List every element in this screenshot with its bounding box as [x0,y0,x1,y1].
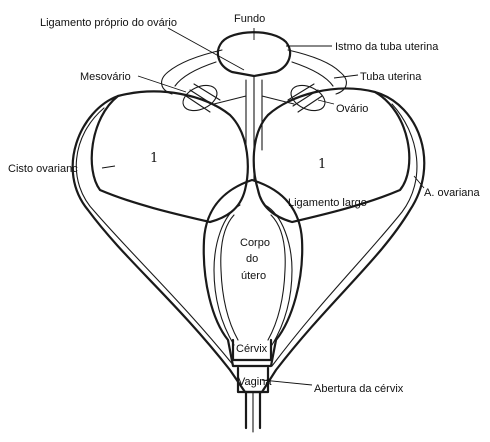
label-istmo: Istmo da tuba uterina [335,41,439,53]
broad-ligament-inner-line-right [272,104,417,366]
uterine-wall-left-2 [221,215,238,340]
left-cyst-mark: 1 [150,151,158,166]
label-corpo: Corpo [240,237,270,249]
label-cisto-ovariano: Cisto ovarianc [8,163,78,175]
right-cyst-mark: 1 [318,157,326,172]
left-ovarian-cyst [92,91,248,222]
label-tuba-uterina: Tuba uterina [360,71,422,83]
label-cervix: Cérvix [236,343,268,355]
label-arteria-ovariana: A. ovariana [424,187,481,199]
cisto-leader [102,166,115,168]
ovario-leader [318,100,334,104]
label-fundo: Fundo [234,13,265,25]
broad-ligament-inner-line [76,108,234,366]
label-ligamento-proprio: Ligamento próprio do ovário [40,17,177,29]
label-do: do [246,253,258,265]
right-uterine-tube [288,50,346,94]
left-ovarian-ligament [214,96,246,104]
label-ligamento-largo: Ligamento largo [288,197,367,209]
tuba-leader [334,75,358,78]
label-utero: útero [241,270,266,282]
uterine-wall-right-2 [268,215,285,340]
label-mesovario: Mesovário [80,71,131,83]
label-ovario: Ovário [336,103,368,115]
label-abertura-cervix: Abertura da cérvix [314,383,404,395]
label-vagina: Vagina [238,376,272,388]
ligamento-proprio-leader [168,28,244,70]
